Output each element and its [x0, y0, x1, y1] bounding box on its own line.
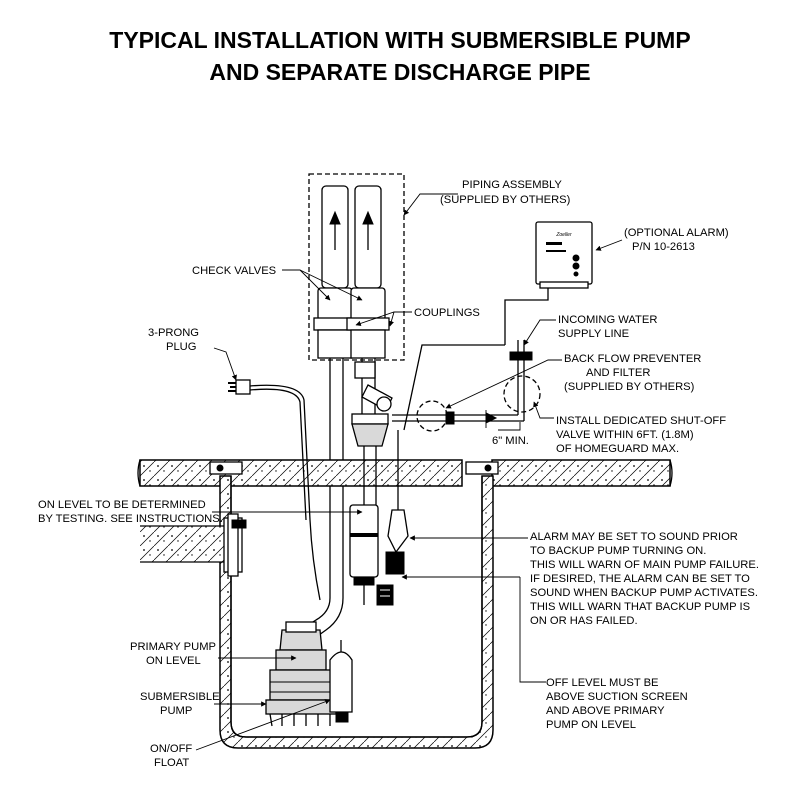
- label-primary-pump-on-level-2: ON LEVEL: [146, 655, 201, 667]
- primary-discharge-pipe: [299, 185, 357, 641]
- label-optional-alarm-1: (OPTIONAL ALARM): [624, 227, 729, 239]
- shut-off-valve-callout: [503, 375, 541, 413]
- label-back-flow-3: (SUPPLIED BY OTHERS): [564, 381, 695, 393]
- leader-lines: [195, 193, 623, 751]
- alarm-unit: Zoeller: [403, 221, 593, 431]
- label-six-inch-min: 6" MIN.: [492, 435, 529, 447]
- label-check-valves: CHECK VALVES: [192, 265, 276, 277]
- label-alarm-note-3: THIS WILL WARN OF MAIN PUMP FAILURE.: [530, 559, 759, 571]
- label-alarm-note-4: IF DESIRED, THE ALARM CAN BE SET TO: [530, 573, 750, 585]
- label-off-level-4: PUMP ON LEVEL: [546, 719, 636, 731]
- label-on-level-1: ON LEVEL TO BE DETERMINED: [38, 499, 206, 511]
- backup-discharge-pipe: [346, 185, 393, 505]
- label-incoming-water-2: SUPPLY LINE: [558, 328, 629, 340]
- label-on-off-float-1: ON/OFF: [150, 743, 192, 755]
- label-incoming-water-1: INCOMING WATER: [558, 314, 657, 326]
- sump-basin: [209, 461, 499, 749]
- label-shut-off-1: INSTALL DEDICATED SHUT-OFF: [556, 415, 726, 427]
- label-alarm-note-6: THIS WILL WARN THAT BACKUP PUMP IS: [530, 601, 750, 613]
- label-three-prong-2: PLUG: [166, 341, 196, 353]
- label-submersible-pump-2: PUMP: [160, 705, 192, 717]
- label-alarm-note-7: ON OR HAS FAILED.: [530, 615, 638, 627]
- label-optional-alarm-2: P/N 10-2613: [632, 241, 695, 253]
- water-supply-line: [392, 340, 541, 432]
- primary-pump: [265, 621, 353, 727]
- power-cord: [228, 379, 321, 601]
- alarm-brand-text: Zoeller: [555, 232, 572, 238]
- backup-pump: [349, 430, 409, 606]
- label-primary-pump-on-level-1: PRIMARY PUMP: [130, 641, 216, 653]
- back-flow-preventer-callout: [416, 400, 448, 432]
- floor-slab: [137, 459, 673, 487]
- label-off-level-3: AND ABOVE PRIMARY: [546, 705, 665, 717]
- on-off-float: [329, 651, 353, 713]
- label-off-level-2: ABOVE SUCTION SCREEN: [546, 691, 688, 703]
- label-couplings: COUPLINGS: [414, 307, 480, 319]
- inlet-pipe: [140, 513, 247, 577]
- callout-labels: PIPING ASSEMBLY (SUPPLIED BY OTHERS) (OP…: [38, 179, 759, 769]
- label-alarm-note-1: ALARM MAY BE SET TO SOUND PRIOR: [530, 531, 738, 543]
- label-shut-off-3: OF HOMEGUARD MAX.: [556, 443, 679, 455]
- three-prong-plug: [235, 379, 251, 395]
- label-shut-off-2: VALVE WITHIN 6FT. (1.8M): [556, 429, 694, 441]
- label-alarm-note-2: TO BACKUP PUMP TURNING ON.: [530, 545, 706, 557]
- label-on-off-float-2: FLOAT: [154, 757, 189, 769]
- label-submersible-pump-1: SUBMERSIBLE: [140, 691, 220, 703]
- label-piping-assembly-2: (SUPPLIED BY OTHERS): [440, 194, 571, 206]
- label-piping-assembly-1: PIPING ASSEMBLY: [462, 179, 562, 191]
- title-line-2: AND SEPARATE DISCHARGE PIPE: [209, 59, 590, 85]
- label-alarm-note-5: SOUND WHEN BACKUP PUMP ACTIVATES.: [530, 587, 758, 599]
- label-on-level-2: BY TESTING. SEE INSTRUCTIONS.: [38, 513, 223, 525]
- piping-assembly-box: [308, 173, 405, 361]
- label-three-prong-1: 3-PRONG: [148, 327, 199, 339]
- label-off-level-1: OFF LEVEL MUST BE: [546, 677, 659, 689]
- label-back-flow-2: AND FILTER: [586, 367, 650, 379]
- title-line-1: TYPICAL INSTALLATION WITH SUBMERSIBLE PU…: [109, 27, 690, 53]
- label-back-flow-1: BACK FLOW PREVENTER: [564, 353, 701, 365]
